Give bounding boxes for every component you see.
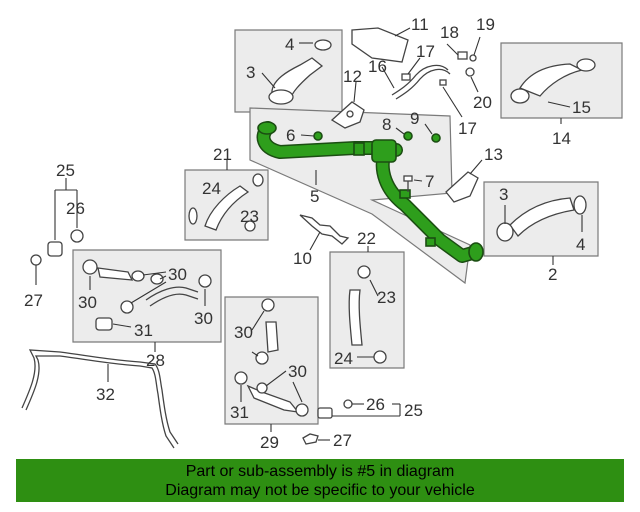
hoses-28 <box>82 259 212 352</box>
callout-27-bottom: 27 <box>333 431 352 450</box>
panel-hose-22 <box>329 251 405 369</box>
callout-17-right: 17 <box>458 119 477 138</box>
callout-31-panel29: 31 <box>230 403 249 422</box>
callout-4-right: 4 <box>576 235 585 254</box>
notice-line-1: Part or sub-assembly is #5 in diagram <box>185 463 455 480</box>
panel-hoses-29 <box>224 296 319 425</box>
callout-25-left: 25 <box>56 161 75 180</box>
callout-28: 28 <box>146 351 165 370</box>
charge-pipe-5-highlighted <box>256 121 484 263</box>
callout-12: 12 <box>343 67 362 86</box>
callout-9: 9 <box>410 109 419 128</box>
coolant-line-32 <box>21 349 179 449</box>
callout-32: 32 <box>96 385 115 404</box>
callout-13: 13 <box>484 145 503 164</box>
heat-shield-11 <box>351 27 411 63</box>
callout-21: 21 <box>213 145 232 164</box>
callout-30-e: 30 <box>288 362 307 381</box>
callout-19: 19 <box>476 15 495 34</box>
hose-15 <box>510 58 596 124</box>
bolt-7 <box>403 175 423 192</box>
callout-7: 7 <box>425 172 434 191</box>
fittings-25-26-27-left <box>30 178 84 285</box>
callout-29: 29 <box>260 433 279 452</box>
callout-30-d: 30 <box>234 323 253 342</box>
hose-2 <box>496 195 587 265</box>
bracket-13 <box>445 159 483 203</box>
callout-16: 16 <box>368 57 387 76</box>
bracket-12 <box>330 81 365 129</box>
callout-20: 20 <box>473 93 492 112</box>
callout-8: 8 <box>382 115 391 134</box>
callout-15: 15 <box>572 98 591 117</box>
callout-18: 18 <box>440 23 459 42</box>
callout-24-panel22: 24 <box>334 349 353 368</box>
callout-30-a: 30 <box>168 265 187 284</box>
notice-banner: Part or sub-assembly is #5 in diagram Di… <box>16 459 624 502</box>
callout-22: 22 <box>357 229 376 248</box>
callout-10: 10 <box>293 249 312 268</box>
hoses-29 <box>234 298 309 432</box>
callout-6: 6 <box>286 126 295 145</box>
callout-26-bottom: 26 <box>366 395 385 414</box>
callout-25-bottom: 25 <box>404 401 423 420</box>
callout-5: 5 <box>310 187 319 206</box>
notice-line-2: Diagram may not be specific to your vehi… <box>165 482 475 499</box>
callout-23-panel21: 23 <box>240 207 259 226</box>
hose-21 <box>188 160 264 232</box>
hose-22 <box>348 246 387 364</box>
callout-26-left: 26 <box>66 199 85 218</box>
callout-14: 14 <box>552 129 571 148</box>
callout-31-panel28: 31 <box>134 321 153 340</box>
callout-17-top: 17 <box>416 42 435 61</box>
fittings-25-26-27-bottom <box>302 399 401 445</box>
callout-4-top: 4 <box>285 35 294 54</box>
small-fittings-16-20 <box>381 36 481 118</box>
hose-assembly-3-4 <box>261 39 332 105</box>
callout-30-c: 30 <box>194 309 213 328</box>
callout-3-top: 3 <box>246 63 255 82</box>
callout-11: 11 <box>411 15 429 34</box>
callout-30-b: 30 <box>78 293 97 312</box>
bracket-10 <box>299 214 350 251</box>
callout-2: 2 <box>548 265 557 284</box>
callout-24-panel21: 24 <box>202 179 221 198</box>
callout-3-right: 3 <box>499 185 508 204</box>
callout-23-panel22: 23 <box>377 288 396 307</box>
panel-right-top-hose <box>500 42 623 119</box>
callout-27-left: 27 <box>24 291 43 310</box>
